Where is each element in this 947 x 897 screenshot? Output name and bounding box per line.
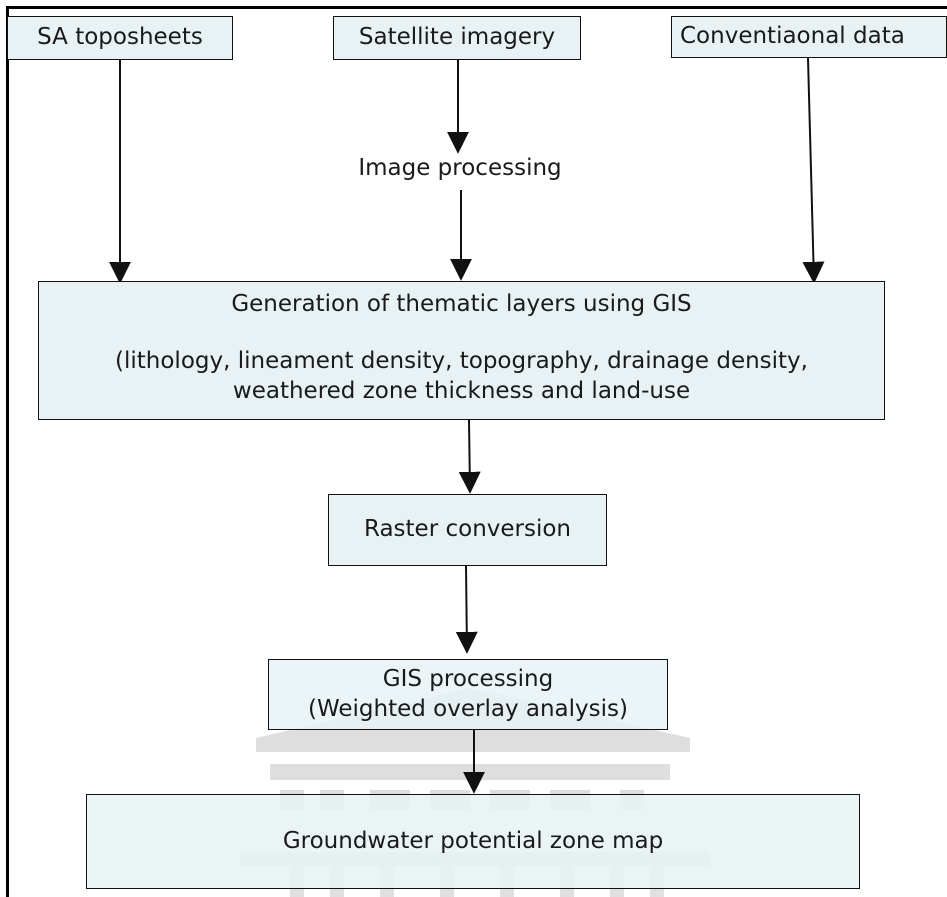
gis-processing-title: GIS processing [382, 665, 554, 692]
groundwater-map-label: Groundwater potential zone map [282, 827, 664, 854]
gis-processing-box: GIS processing (Weighted overlay analysi… [268, 659, 668, 730]
thematic-layers-list-line1: (lithology, lineament density, topograph… [115, 347, 808, 374]
raster-conversion-label: Raster conversion [363, 516, 572, 543]
thematic-layers-list-line2: weathered zone thickness and land-use [232, 377, 691, 404]
groundwater-map-box: Groundwater potential zone map [86, 794, 860, 889]
frame-top-border [6, 6, 947, 9]
conventional-data-label: Conventiaonal data [680, 23, 905, 50]
satellite-imagery-box: Satellite imagery [333, 16, 581, 60]
thematic-layers-title: Generation of thematic layers using GIS [231, 291, 692, 317]
gis-processing-subtitle: (Weighted overlay analysis) [308, 695, 628, 722]
thematic-layers-box: Generation of thematic layers using GIS … [38, 281, 885, 420]
frame-left-border [6, 6, 9, 897]
arrow-thematic-to-raster [458, 419, 481, 494]
arrow-raster-to-gis [455, 565, 478, 654]
sa-toposheets-box: SA toposheets [7, 16, 233, 60]
sa-toposheets-label: SA toposheets [37, 24, 203, 51]
image-processing-label: Image processing [358, 155, 562, 181]
arrow-conventional-to-thematic [802, 57, 825, 284]
satellite-imagery-label: Satellite imagery [358, 24, 556, 51]
raster-conversion-box: Raster conversion [328, 494, 607, 566]
conventional-data-box: Conventiaonal data [671, 16, 947, 58]
